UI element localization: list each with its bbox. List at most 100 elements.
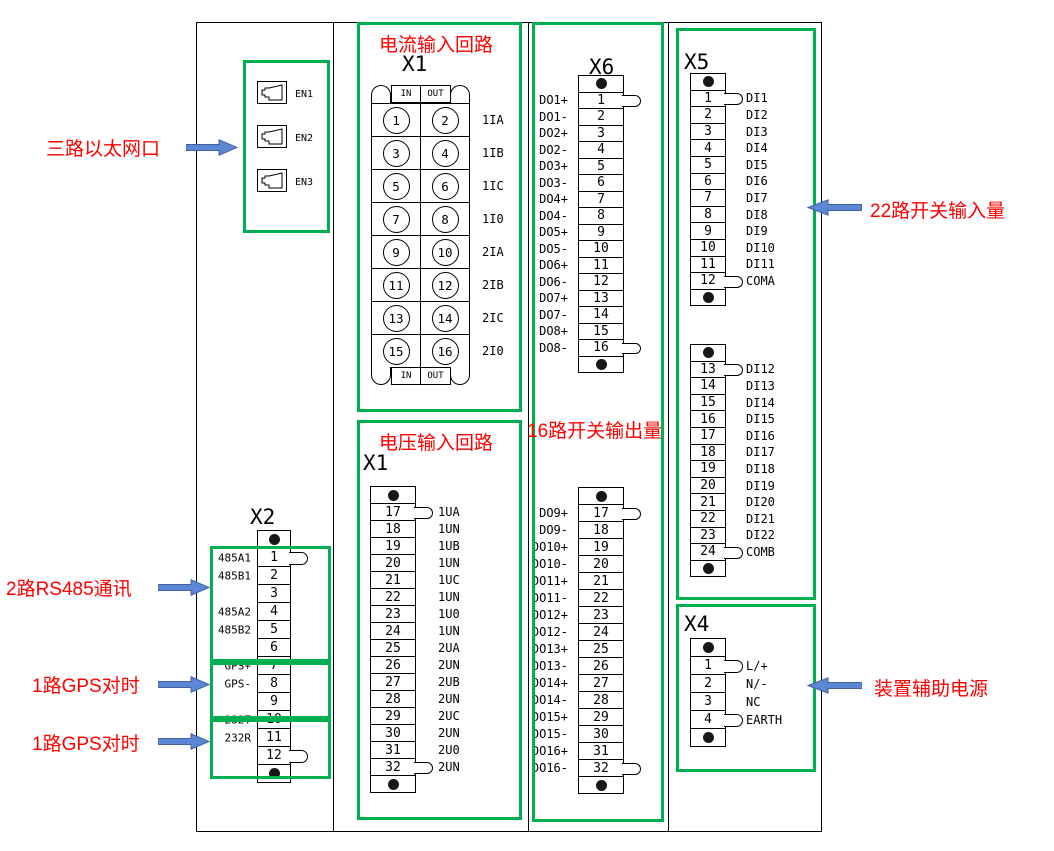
switch-output-title: 16路开关输出量	[527, 421, 663, 442]
terminal-number: 24	[578, 623, 624, 641]
terminal-dot-row	[578, 355, 624, 373]
terminal-dot-box	[690, 559, 726, 578]
terminal-label: DI12	[746, 362, 775, 377]
terminal-dot-icon	[268, 534, 280, 545]
panel-divider	[528, 22, 529, 832]
terminal-circle: 12	[431, 271, 459, 299]
right-arrow-icon	[158, 579, 210, 596]
rs485-annotation: 2路RS485通讯	[6, 579, 132, 600]
current-input-group-box	[357, 22, 522, 412]
terminal-label: DO5-	[539, 241, 568, 256]
terminal-number: 30	[370, 724, 416, 742]
rj45-port-icon	[257, 81, 287, 108]
right-arrow-icon	[158, 733, 210, 750]
terminal-label: 2UN	[438, 692, 460, 706]
terminal-label: 2U0	[438, 743, 460, 757]
terminal-label: DO5+	[539, 225, 568, 240]
terminal-label: DO11-	[531, 591, 568, 605]
terminal-number: 25	[578, 640, 624, 658]
terminal-label: 1UA	[438, 505, 460, 519]
terminal-number: 15	[690, 393, 726, 412]
terminal-label: GPS-	[224, 677, 252, 690]
terminal-label: DO7+	[539, 291, 568, 306]
x4-connector-label: X4	[684, 612, 710, 636]
ethernet-port-label: EN1	[295, 89, 314, 100]
terminal-label: DI19	[746, 478, 775, 493]
terminal-label: DO13-	[531, 659, 568, 673]
terminal-dot-icon	[702, 563, 714, 575]
terminal-label: DI20	[746, 495, 775, 510]
rs232-group-box	[210, 719, 331, 779]
terminal-label: DI8	[746, 207, 768, 222]
terminal-number: 30	[578, 725, 624, 743]
terminal-circle: 10	[431, 238, 459, 266]
terminal-dot-icon	[702, 76, 714, 88]
switch-input-annotation: 22路开关输入量	[870, 201, 1006, 222]
connector-ear	[371, 367, 391, 385]
terminal-label: DO6-	[539, 274, 568, 289]
terminal-label: 232R	[224, 731, 252, 744]
terminal-label: DO15+	[531, 710, 568, 724]
terminal-number: 19	[578, 538, 624, 556]
current-row-label: 2IB	[482, 278, 504, 292]
terminal-tab	[289, 552, 308, 565]
terminal-tab	[724, 546, 743, 559]
aux-power-annotation: 装置辅助电源	[874, 679, 989, 700]
terminal-label: 1UN	[438, 624, 460, 638]
terminal-number: 25	[370, 639, 416, 657]
terminal-label: DO2-	[539, 142, 568, 157]
panel-divider	[333, 22, 334, 832]
left-arrow-icon	[806, 677, 862, 694]
terminal-circle: 6	[431, 172, 459, 200]
terminal-number: 16	[578, 339, 641, 357]
terminal-circle: 14	[431, 304, 459, 332]
terminal-number: 31	[370, 741, 416, 759]
terminal-circle: 2	[431, 106, 459, 134]
voltage-input-title: 电压输入回路	[379, 433, 494, 454]
current-terminal-cell: 4	[420, 136, 470, 170]
terminal-dot-icon	[595, 358, 607, 370]
terminal-label: DO4+	[539, 192, 568, 207]
terminal-label: 485A1	[217, 551, 251, 564]
terminal-label: DO4-	[539, 208, 568, 223]
terminal-label: DI16	[746, 428, 775, 443]
terminal-number: 28	[578, 691, 624, 709]
terminal-circle: 8	[431, 205, 459, 233]
ethernet-port: EN3	[257, 169, 314, 194]
terminal-label: DO7-	[539, 307, 568, 322]
terminal-dot-box	[690, 344, 726, 362]
terminal-dot-row	[690, 344, 726, 362]
terminal-dot-icon	[702, 732, 714, 743]
gps-annotation-2: 1路GPS对时	[32, 734, 140, 755]
ethernet-port-label: EN3	[295, 177, 314, 188]
current-row-label: 2IA	[482, 245, 504, 259]
terminal-number: 22	[370, 588, 416, 606]
terminal-label: DO8+	[539, 324, 568, 339]
ethernet-annotation: 三路以太网口	[46, 139, 161, 160]
terminal-label: DI21	[746, 511, 775, 526]
terminal-label: DO13+	[531, 642, 568, 656]
current-terminal-cell: 2	[420, 103, 470, 137]
terminal-label: 485B2	[217, 623, 251, 636]
current-row-label: 2IC	[482, 311, 504, 325]
terminal-label: DI18	[746, 461, 775, 476]
terminal-label: NC	[746, 694, 761, 709]
x1-current-connector-label: X1	[402, 52, 428, 76]
terminal-tab	[724, 364, 743, 377]
terminal-label: 2UN	[438, 658, 460, 672]
